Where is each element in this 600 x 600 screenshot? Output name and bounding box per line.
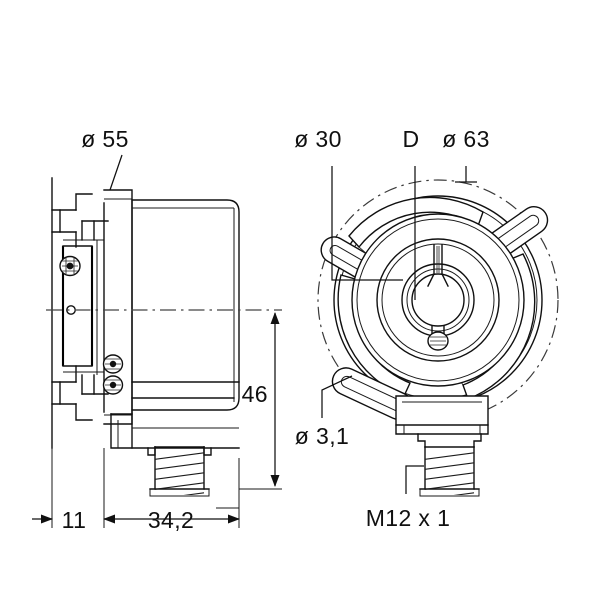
hub-clamp-screw — [427, 325, 449, 351]
mounting-bracket — [51, 177, 104, 449]
dim-width342-text: 34,2 — [148, 507, 194, 533]
side-view — [46, 177, 282, 497]
dim-dia30: ø 30 — [294, 126, 403, 281]
dim-dia55: ø 55 — [81, 126, 129, 191]
front-view — [317, 179, 559, 497]
face-ring-middle-inner — [381, 243, 495, 357]
m12-connector-left — [147, 446, 212, 497]
dim-dia30-text: ø 30 — [294, 126, 342, 152]
clamp-screw-lower-pair — [102, 354, 124, 395]
face-ring-outer-inner — [356, 218, 520, 382]
dim-dia63: ø 63 — [442, 126, 490, 183]
hub-clamp-ring-inner-edge — [406, 268, 470, 332]
dim-width11: 11 — [32, 448, 86, 533]
dim-dia31: ø 3,1 — [295, 375, 353, 449]
clamp-arc-1 — [348, 196, 484, 249]
dim-letter-d: D — [402, 126, 419, 300]
thread-hatch-right — [425, 452, 474, 495]
thread-hatch-left — [155, 452, 204, 495]
dim-thread-text: M12 x 1 — [366, 505, 451, 531]
hub-clamp-slot — [427, 244, 449, 287]
dim-width342: 34,2 — [103, 448, 240, 533]
m12-connector-right — [417, 433, 482, 497]
shaft-bore-circle — [411, 273, 465, 327]
connector-base-block — [395, 395, 489, 435]
dim-width11-text: 11 — [62, 507, 87, 533]
dim-letter-d-text: D — [402, 126, 419, 152]
dim-dia63-text: ø 63 — [442, 126, 490, 152]
connector-housing-block — [110, 381, 240, 449]
dim-height46-text: 46 — [242, 381, 268, 407]
dim-height46: 46 — [239, 312, 282, 490]
dim-dia55-text: ø 55 — [81, 126, 129, 152]
dim-thread: M12 x 1 — [366, 465, 451, 531]
dim-dia31-text: ø 3,1 — [295, 423, 349, 449]
clamp-screw-upper — [59, 255, 81, 277]
encoder-body — [131, 199, 240, 411]
flange-collar — [81, 202, 109, 413]
